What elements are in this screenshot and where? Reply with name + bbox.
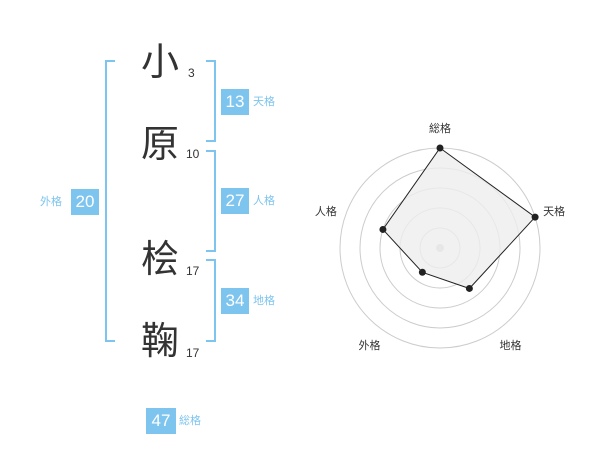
stroke-count-1: 3 bbox=[188, 66, 195, 80]
chikaku-value: 34 bbox=[221, 288, 249, 314]
radar-point-2 bbox=[531, 213, 539, 221]
jinkaku-bracket bbox=[206, 150, 216, 252]
jinkaku-value: 27 bbox=[221, 188, 249, 214]
tenkaku-value: 13 bbox=[221, 89, 249, 115]
radar-axis-label-5: 人格 bbox=[315, 204, 337, 218]
radar-point-5 bbox=[379, 225, 387, 233]
tenkaku-label: 天格 bbox=[253, 95, 275, 108]
soukaku-label: 総格 bbox=[179, 414, 201, 427]
radar-axis-label-3: 地格 bbox=[500, 338, 522, 352]
name-char-4: 鞠 bbox=[141, 319, 180, 363]
name-char-3: 桧 bbox=[141, 237, 180, 281]
radar-axis-label-2: 天格 bbox=[543, 204, 565, 218]
radar-area bbox=[382, 147, 536, 290]
jinkaku-label: 人格 bbox=[253, 194, 275, 207]
radar-point-4 bbox=[418, 268, 426, 276]
stroke-count-3: 17 bbox=[186, 264, 200, 278]
gaikaku-bracket bbox=[105, 60, 115, 342]
gaikaku-value: 20 bbox=[71, 189, 99, 215]
radar-point-3 bbox=[465, 284, 473, 292]
tenkaku-bracket bbox=[206, 60, 216, 142]
name-char-2: 原 bbox=[141, 122, 180, 166]
radar-axis-label-4: 外格 bbox=[359, 338, 381, 352]
radar-axis-label-1: 総格 bbox=[429, 121, 451, 135]
name-char-1: 小 bbox=[141, 40, 180, 84]
soukaku-value: 47 bbox=[146, 408, 176, 434]
chikaku-bracket bbox=[206, 259, 216, 342]
chikaku-label: 地格 bbox=[253, 294, 275, 307]
stroke-count-2: 10 bbox=[186, 147, 200, 161]
radar-point-1 bbox=[436, 144, 444, 152]
stroke-count-4: 17 bbox=[186, 346, 200, 360]
gaikaku-label: 外格 bbox=[40, 195, 62, 208]
